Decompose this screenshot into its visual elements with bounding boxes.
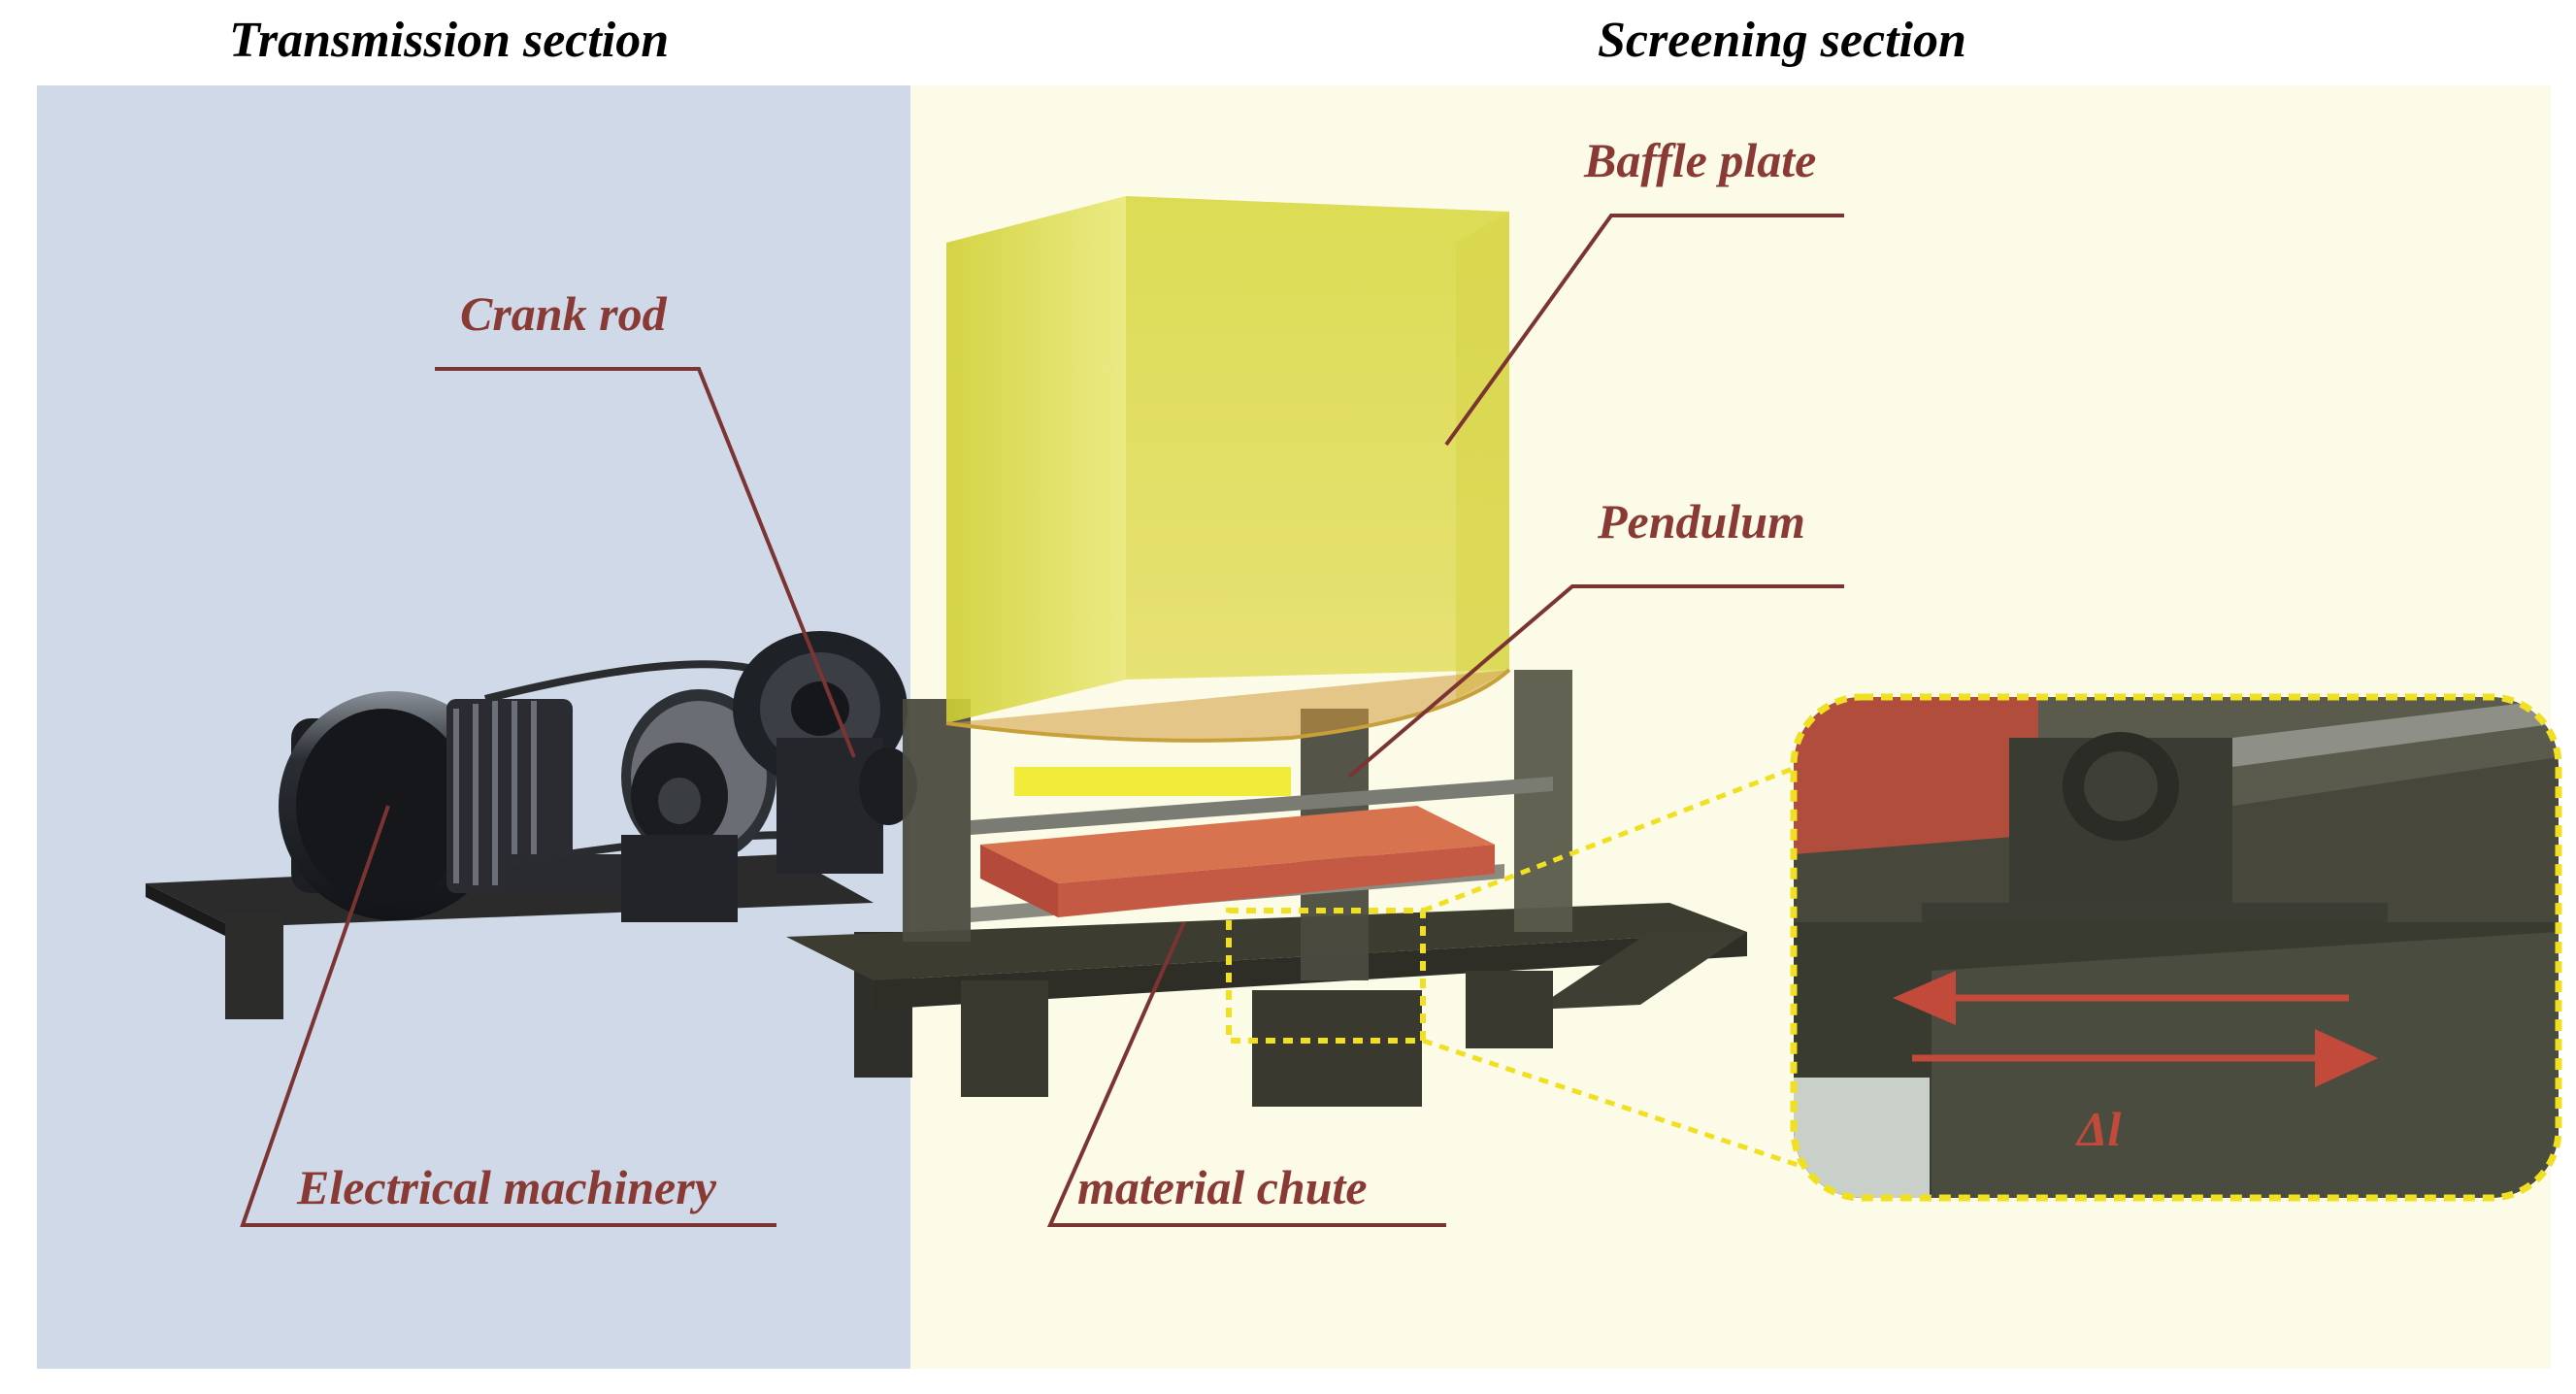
zoom-connector [1422,1038,1799,1168]
transmission-section-title: Transmission section [229,13,669,68]
material-chute-label: material chute [1077,1160,1368,1214]
base-foot [961,980,1048,1097]
displacement-arrows [1893,971,2378,1087]
base-foot [1466,971,1553,1048]
delta-l-label: Δl [2075,1102,2121,1156]
electrical-machinery-label: Electrical machinery [296,1160,717,1214]
material-chute [980,806,1495,917]
screening-section-title: Screening section [1598,13,1966,68]
crank-rod-label: Crank rod [460,286,668,341]
base-foot [1252,990,1422,1107]
belt-drive [484,631,917,922]
zoom-inset [1794,697,2559,1198]
leader-pendulum [1347,584,1844,779]
leader-electrical-machinery [240,805,776,1227]
detail-marker [1226,908,1426,1044]
motor [279,691,679,920]
baffle-plate-label: Baffle plate [1583,133,1816,187]
pendulum-label: Pendulum [1597,494,1805,548]
leader-crank-rod [435,367,856,758]
leader-lines [240,214,1844,1227]
zoom-inset-border [1790,693,2562,1202]
baffle-plate [945,196,1511,796]
zoom-connector [1422,764,1799,913]
leader-material-chute [1046,921,1446,1227]
leader-baffle-plate [1444,214,1844,447]
